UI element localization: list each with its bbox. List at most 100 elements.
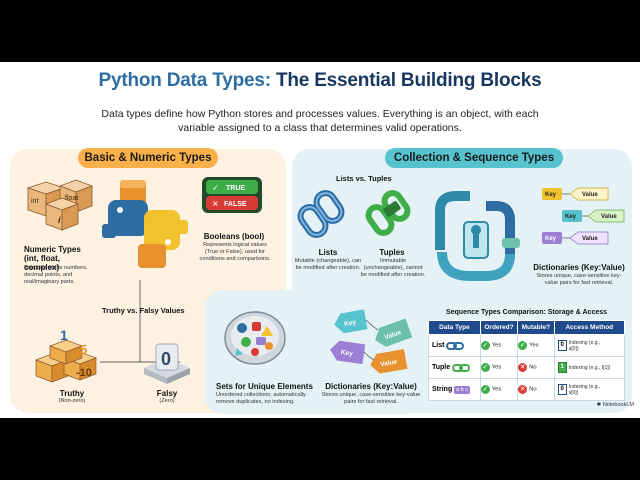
mutable-cell: ✓Yes xyxy=(517,334,555,357)
yes-icon: ✓ xyxy=(480,341,490,350)
dictionary-tags-icon: Key Value Key Value xyxy=(330,309,413,374)
boolean-switch-icon: TRUE FALSE ✓ ✕ xyxy=(202,177,262,213)
tuple-chain-icon xyxy=(451,363,470,372)
falsy-digit: 0 xyxy=(161,349,171,369)
cross-mark-icon: ✕ xyxy=(212,200,219,209)
cube-label-int: int xyxy=(31,198,38,205)
access-value: Indexing (e.g., s[0]) xyxy=(568,383,601,396)
dictionaries2-title: Dictionaries (Key:Value) xyxy=(325,382,417,391)
cube-label-i: i xyxy=(58,215,61,225)
lists-desc: Mutable (changeable), can be modified af… xyxy=(294,258,362,271)
kv-key-1: Key xyxy=(545,192,557,198)
table-header: Access Method xyxy=(553,320,626,335)
row-type: List xyxy=(432,342,445,350)
sequence-comparison-table: Data Type Ordered? Mutable? Access Metho… xyxy=(428,320,626,401)
cube-label-float: float xyxy=(65,195,78,202)
notebooklm-watermark: ✱ NotebookLM xyxy=(597,402,634,408)
tuples-title: Tuples xyxy=(379,248,405,257)
row-type-cell: String a b c xyxy=(428,378,481,401)
falsy-zero-icon: 0 xyxy=(144,343,190,384)
mutable-value: Yes xyxy=(529,342,539,349)
truthy-blocks-icon: 1 5 -10 xyxy=(35,327,97,383)
yes-icon: ✓ xyxy=(480,385,490,394)
truthy-sub: (Non-zero) xyxy=(58,398,86,404)
index-box-icon: 1 xyxy=(557,362,567,373)
tuple-chain-icon xyxy=(365,190,411,236)
kv-value-2: Value xyxy=(601,214,617,220)
dictionary-structure-icon xyxy=(435,191,520,281)
page-subtitle: Data types define how Python stores and … xyxy=(101,108,539,134)
infographic-canvas: Python Data Types: The Essential Buildin… xyxy=(0,62,640,418)
page-title: Python Data Types: The Essential Buildin… xyxy=(0,70,640,92)
table-caption: Sequence Types Comparison: Storage & Acc… xyxy=(445,309,608,316)
dictionaries-title: Dictionaries (Key:Value) xyxy=(533,263,625,272)
notebooklm-logo-icon: ✱ xyxy=(596,402,603,408)
ordered-value: Yes xyxy=(491,386,502,393)
dictionaries-desc: Stores unique, case-sensitive key-value … xyxy=(536,273,622,286)
row-type-cell: List xyxy=(428,334,481,357)
string-chip: a b c xyxy=(454,385,470,394)
title-part-2: The Essential Building Blocks xyxy=(275,70,542,91)
ordered-cell: ✓Yes xyxy=(479,334,519,357)
falsy-sub: (Zero) xyxy=(159,398,175,404)
dict2-key-2: Key xyxy=(340,349,353,358)
table-header: Ordered? xyxy=(479,320,519,335)
table-header-row: Data Type Ordered? Mutable? Access Metho… xyxy=(428,320,626,335)
no-icon: ✕ xyxy=(518,385,528,394)
access-value: Indexing (e.g., a[0]) xyxy=(568,339,601,352)
lists-title: Lists xyxy=(318,248,338,257)
index-box-icon: 0 xyxy=(557,384,567,395)
dictionaries2-desc: Stores unique, case-sensitive key-value … xyxy=(321,392,421,405)
ordered-value: Yes xyxy=(491,364,502,371)
row-type: String xyxy=(432,386,453,394)
yes-icon: ✓ xyxy=(480,363,490,372)
mutable-value: No xyxy=(529,364,537,371)
dict2-value-2: Value xyxy=(380,358,398,368)
check-mark-icon: ✓ xyxy=(212,184,219,193)
index-box-icon: 0 xyxy=(557,340,567,351)
title-part-1: Python Data Types: xyxy=(98,70,272,91)
chain-icon xyxy=(446,341,465,350)
lists-tuples-header: Lists vs. Tuples xyxy=(336,174,392,183)
booleans-desc: Represents logical values (True or False… xyxy=(199,242,271,262)
sets-bowl-icon xyxy=(224,311,286,365)
tuples-desc: Immutable (unchangeable), cannot be modi… xyxy=(360,258,426,278)
ordered-cell: ✓Yes xyxy=(479,356,519,379)
ordered-cell: ✓Yes xyxy=(479,378,519,401)
collection-sequence-header: Collection & Sequence Types xyxy=(385,148,563,168)
no-icon: ✕ xyxy=(518,363,528,372)
kv-value-3: Value xyxy=(582,236,598,242)
kv-value-1: Value xyxy=(582,192,598,198)
numeric-types-title: Numeric Types (int, float, complex) xyxy=(24,245,81,272)
sets-title: Sets for Unique Elements xyxy=(216,382,313,391)
mutable-cell: ✕No xyxy=(517,378,555,401)
truthy-digit-1: 1 xyxy=(60,327,68,343)
ordered-value: Yes xyxy=(491,342,502,349)
truthy-digit-5: 5 xyxy=(80,342,87,357)
sets-desc: Unordered collections; automatically rem… xyxy=(216,392,306,405)
truthy-title: Truthy xyxy=(59,389,85,398)
bool-tag-true: TRUE xyxy=(226,185,245,192)
falsy-title: Falsy xyxy=(156,389,178,398)
mutable-value: No xyxy=(529,386,537,393)
numeric-types-desc: Supports whole numbers, decimal points, … xyxy=(24,265,88,285)
python-logo-icon xyxy=(102,180,188,268)
table-header: Mutable? xyxy=(517,320,555,335)
truthy-falsy-header: Truthy vs. Falsy Values xyxy=(102,306,185,315)
booleans-title: Booleans (bool) xyxy=(203,232,265,241)
bool-tag-false: FALSE xyxy=(224,201,247,208)
basic-numeric-header: Basic & Numeric Types xyxy=(78,148,218,168)
kv-key-2: Key xyxy=(565,214,577,220)
truthy-digit-neg10: -10 xyxy=(76,367,92,379)
list-chain-icon xyxy=(297,190,345,238)
table-header: Data Type xyxy=(428,320,481,335)
mutable-cell: ✕No xyxy=(517,356,555,379)
yes-icon: ✓ xyxy=(518,341,528,350)
footer-text: NotebookLM xyxy=(602,402,634,408)
